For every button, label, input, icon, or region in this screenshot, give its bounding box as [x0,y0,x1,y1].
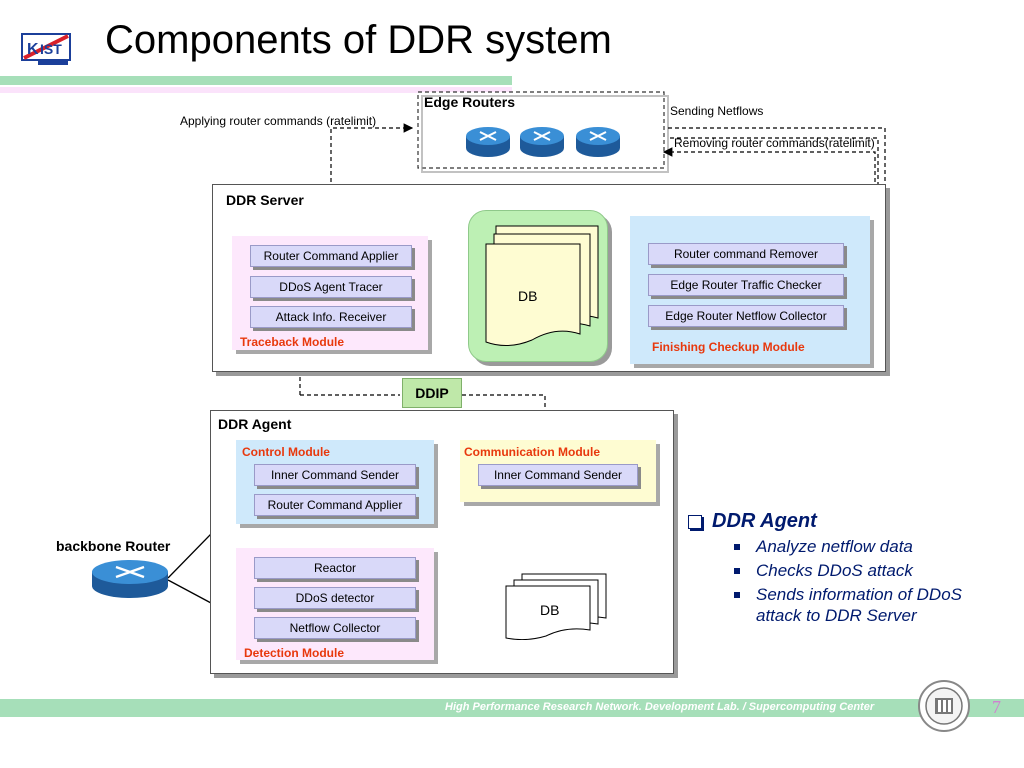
control-module-title: Control Module [242,445,330,459]
svg-text:K: K [27,41,39,58]
router-icon [520,127,564,157]
inner-command-sender-box: Inner Command Sender [254,464,416,486]
router-command-remover-box: Router command Remover [648,243,844,265]
square-bullet-icon [734,568,740,574]
ddip-label: DDIP [402,378,462,408]
ddos-agent-tracer-box: DDoS Agent Tracer [250,276,412,298]
bullet-heading: DDR Agent [688,510,1008,533]
kisti-logo: K IST [18,28,74,68]
agent-db-label: DB [540,602,560,618]
agent-router-command-applier-box: Router Command Applier [254,494,416,516]
detection-module-title: Detection Module [244,646,345,660]
agent-db-icon [505,573,607,640]
bullet-item: Sends information of DDoS attack to DDR … [734,584,1008,626]
ddos-detector-box: DDoS detector [254,587,416,609]
page-title: Components of DDR system [105,18,612,62]
bullet-list: DDR Agent Analyze netflow data Checks DD… [688,510,1008,626]
finishing-checkup-title: Finishing Checkup Module [652,340,805,354]
bullet-item: Checks DDoS attack [734,560,1008,581]
bullet-item: Analyze netflow data [734,536,1008,557]
sending-netflows-caption: Sending Netflows [670,104,764,118]
router-command-applier-box: Router Command Applier [250,245,412,267]
applying-commands-caption: Applying router commands (ratelimit) [180,114,377,128]
server-db-icon [485,225,599,346]
netflow-collector-box: Netflow Collector [254,617,416,639]
ddr-agent-label: DDR Agent [218,416,292,432]
checkbox-bullet-icon [688,514,702,529]
footer-text: High Performance Research Network. Devel… [445,701,875,713]
ddr-server-label: DDR Server [226,192,304,208]
server-db-label: DB [518,288,538,304]
comm-inner-command-sender-box: Inner Command Sender [478,464,638,486]
communication-module-title: Communication Module [464,445,600,459]
reactor-box: Reactor [254,557,416,579]
edge-routers-label: Edge Routers [424,94,516,110]
header-green-bar [0,76,512,85]
header-pink-bar [0,87,512,93]
traceback-module-title: Traceback Module [240,335,345,349]
square-bullet-icon [734,592,740,598]
supercomputing-seal-icon [918,680,970,732]
backbone-router-label: backbone Router [56,538,171,554]
attack-info-receiver-box: Attack Info. Receiver [250,306,412,328]
svg-text:IST: IST [40,41,62,57]
square-bullet-icon [734,544,740,550]
router-icon [576,127,620,157]
backbone-router-icon [92,560,168,598]
edge-router-netflow-collector-box: Edge Router Netflow Collector [648,305,844,327]
edge-router-icons [466,127,620,157]
footer-bar [0,699,1024,717]
edge-router-traffic-checker-box: Edge Router Traffic Checker [648,274,844,296]
removing-commands-caption: Removing router commands(ratelimit) [674,136,875,150]
page-number: 7 [992,697,1001,717]
router-icon [466,127,510,157]
